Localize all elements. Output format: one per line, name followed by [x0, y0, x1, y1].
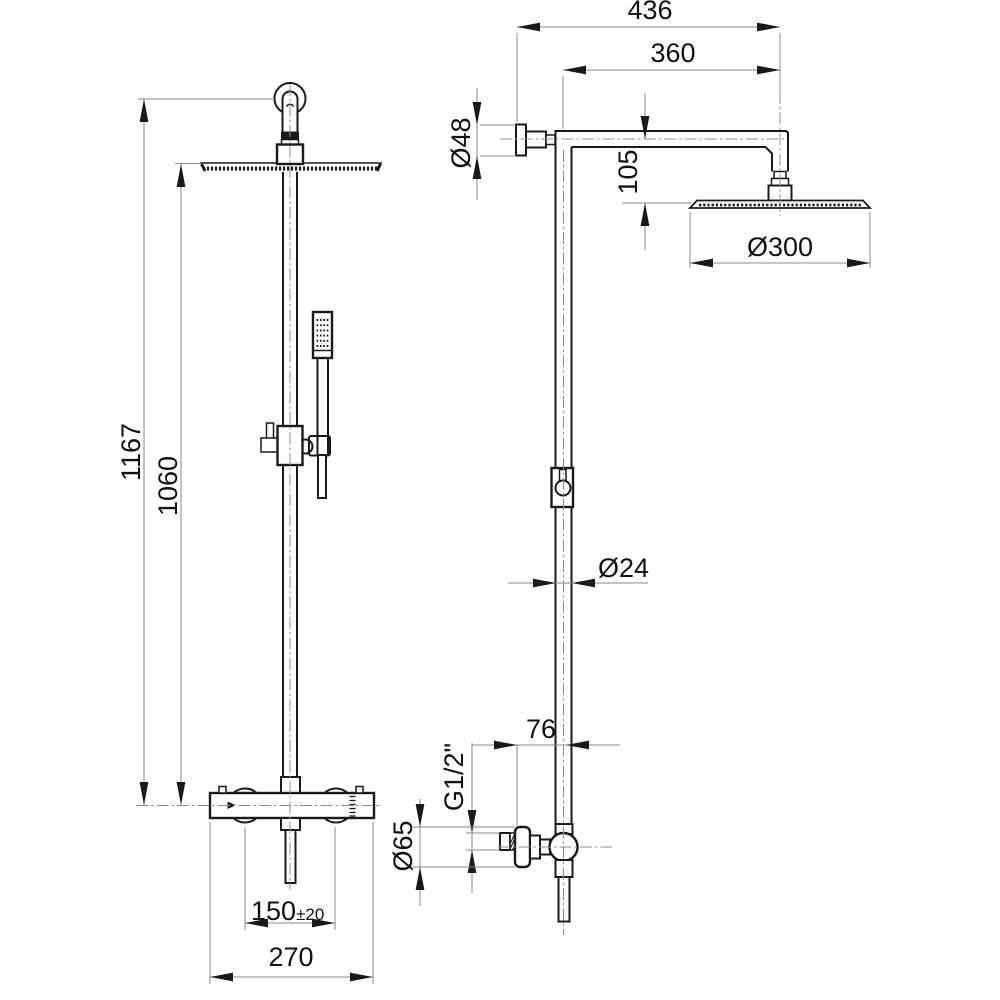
- dim-body-width: 270: [209, 822, 374, 984]
- centerlines-front: [136, 84, 382, 890]
- dim-pipe-diameter: Ø24: [508, 553, 649, 588]
- dim-label-total-height: 1167: [116, 423, 146, 481]
- dim-label-inlet-spacing: 150±20: [251, 896, 324, 926]
- dim-label-arm-reach: 360: [650, 38, 695, 68]
- dim-head-drop: 105: [613, 93, 692, 250]
- dim-label-head-diameter: Ø300: [747, 232, 813, 262]
- centerlines-side: [498, 92, 786, 935]
- dim-flange-diameter: Ø48: [446, 88, 516, 200]
- shower-arm-side: [554, 130, 789, 172]
- dim-arm-total: 436: [516, 0, 781, 122]
- dim-label-wall-offset: 76: [526, 714, 556, 744]
- hand-shower-front: [308, 310, 334, 499]
- dim-wall-offset: 76: [472, 714, 620, 826]
- side-view-dimensions: 436 360 Ø48 105 Ø300: [388, 0, 871, 906]
- dim-thread: G1/2": [439, 743, 500, 893]
- slider-bracket-front: [260, 422, 314, 467]
- dim-arm-reach: 360: [562, 38, 780, 129]
- dim-head-diameter: Ø300: [689, 212, 871, 268]
- dim-label-head-height: 1060: [153, 456, 183, 516]
- dim-label-flange-diameter: Ø48: [446, 117, 476, 168]
- dim-label-valve-flange-diameter: Ø65: [388, 820, 418, 871]
- slider-bracket-side: [550, 466, 575, 509]
- dim-total-height: 1167: [116, 98, 274, 805]
- dim-label-thread: G1/2": [439, 743, 469, 811]
- mixer-valve-front: [208, 785, 376, 884]
- dim-label-pipe-diameter: Ø24: [598, 553, 649, 583]
- riser-pipe-front: [280, 172, 301, 794]
- wall-connection-side: [515, 123, 556, 157]
- dim-head-height: 1060: [153, 163, 202, 805]
- dim-label-body-width: 270: [268, 942, 313, 972]
- front-view-dimensions: 1167 1060 150±20 270: [116, 98, 374, 984]
- temperature-marker-icon: [227, 801, 236, 809]
- side-view: [498, 92, 873, 935]
- dim-label-head-drop: 105: [613, 149, 643, 194]
- mixer-valve-side: [499, 823, 579, 923]
- dim-inlet-spacing: 150±20: [244, 827, 336, 930]
- front-view: [136, 82, 382, 890]
- dim-valve-flange-diameter: Ø65: [388, 799, 515, 906]
- dim-label-arm-total: 436: [627, 0, 672, 25]
